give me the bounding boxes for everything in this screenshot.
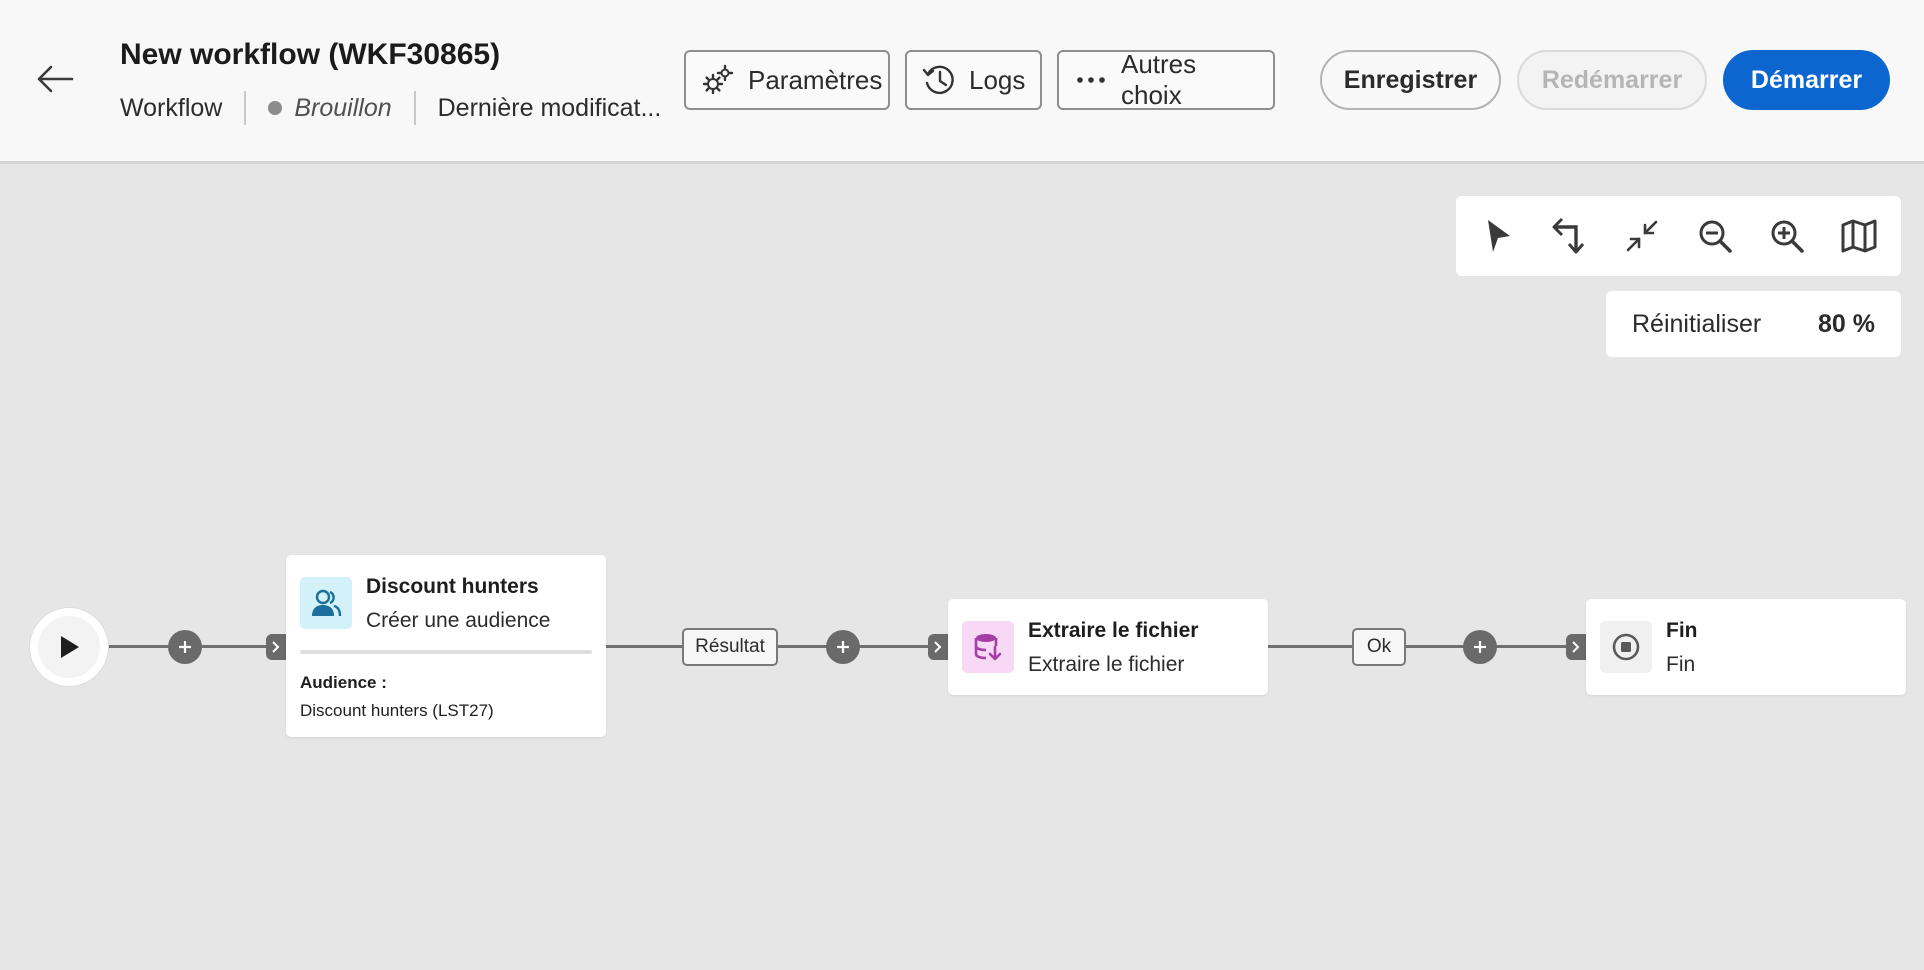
save-button[interactable]: Enregistrer xyxy=(1320,50,1501,110)
history-icon xyxy=(921,62,957,98)
play-icon xyxy=(61,636,79,658)
zoom-level: 80 % xyxy=(1818,309,1875,338)
zoom-out-icon xyxy=(1699,220,1732,253)
plus-icon xyxy=(837,641,849,653)
workflow-type: Workflow xyxy=(120,93,223,122)
back-button[interactable] xyxy=(34,58,76,100)
select-tool-button[interactable] xyxy=(1471,209,1525,263)
extract-file-icon xyxy=(974,634,1002,661)
activity-title: Fin xyxy=(1666,619,1698,642)
logs-button[interactable]: Logs xyxy=(905,50,1042,110)
workflow-header: New workflow (WKF30865) Workflow Brouill… xyxy=(0,0,1924,164)
activity-title: Discount hunters xyxy=(366,575,539,598)
activity-title: Extraire le fichier xyxy=(1028,619,1199,642)
more-options-button[interactable]: Autres choix xyxy=(1057,49,1275,110)
select-icon xyxy=(1488,220,1511,252)
audience-value: Discount hunters (LST27) xyxy=(300,701,494,720)
collapse-icon xyxy=(1627,220,1658,252)
collapse-tool-button[interactable] xyxy=(1615,209,1669,263)
zoom-panel: Réinitialiser 80 % xyxy=(1606,291,1901,357)
page-title: New workflow (WKF30865) xyxy=(120,38,501,71)
reroute-icon xyxy=(1552,217,1585,254)
add-activity-button[interactable] xyxy=(826,630,860,664)
transition-label-ok[interactable]: Ok xyxy=(1352,628,1406,666)
zoom-in-button[interactable] xyxy=(1760,209,1814,263)
start-button[interactable]: Démarrer xyxy=(1723,50,1890,110)
add-activity-button[interactable] xyxy=(168,630,202,664)
zoom-out-button[interactable] xyxy=(1688,209,1742,263)
add-activity-button[interactable] xyxy=(1463,630,1497,664)
workflow-meta: Workflow Brouillon Dernière modificat... xyxy=(120,90,661,126)
plus-icon xyxy=(179,641,191,653)
input-port xyxy=(266,634,286,660)
reset-zoom-button[interactable]: Réinitialiser xyxy=(1632,309,1762,338)
settings-button-label: Paramètres xyxy=(748,64,883,95)
chevron-right-icon xyxy=(1572,641,1580,653)
connector-line xyxy=(1268,645,1586,648)
plus-icon xyxy=(1474,641,1486,653)
activity-card-extract-file[interactable]: Extraire le fichier Extraire le fichier xyxy=(948,599,1268,695)
audience-icon xyxy=(312,589,342,617)
activity-type: Fin xyxy=(1666,653,1696,676)
input-port xyxy=(928,634,948,660)
transition-label-result[interactable]: Résultat xyxy=(682,628,778,666)
logs-button-label: Logs xyxy=(969,64,1026,95)
map-icon xyxy=(1841,219,1877,253)
more-options-label: Autres choix xyxy=(1121,49,1197,110)
restart-button[interactable]: Redémarrer xyxy=(1517,50,1707,110)
arrow-left-icon xyxy=(37,65,74,93)
minimap-button[interactable] xyxy=(1832,209,1886,263)
stop-icon-box xyxy=(1600,621,1652,673)
more-icon xyxy=(1073,62,1109,98)
start-node-inner xyxy=(38,616,100,678)
activity-type: Créer une audience xyxy=(366,609,551,632)
divider xyxy=(244,91,247,125)
settings-button[interactable]: Paramètres xyxy=(684,50,890,110)
extract-icon-box xyxy=(962,621,1014,673)
stop-icon xyxy=(1612,633,1640,661)
input-port xyxy=(1566,634,1586,660)
card-divider xyxy=(300,650,592,654)
chevron-right-icon xyxy=(272,641,280,653)
audience-label: Audience : xyxy=(300,673,387,692)
start-node[interactable] xyxy=(30,608,108,686)
canvas-toolbar xyxy=(1456,196,1901,276)
divider xyxy=(413,91,416,125)
chevron-right-icon xyxy=(934,641,942,653)
audience-icon-box xyxy=(300,577,352,629)
reroute-tool-button[interactable] xyxy=(1543,209,1597,263)
activity-card-end[interactable]: Fin Fin xyxy=(1586,599,1906,695)
zoom-in-icon xyxy=(1771,220,1804,253)
activity-type: Extraire le fichier xyxy=(1028,653,1185,676)
activity-card-create-audience[interactable]: Discount hunters Créer une audience Audi… xyxy=(286,555,606,737)
gears-icon xyxy=(700,62,736,98)
status-badge: Brouillon xyxy=(294,93,392,122)
status-dot-icon xyxy=(268,101,283,115)
last-modified-text: Dernière modificat... xyxy=(437,93,662,122)
